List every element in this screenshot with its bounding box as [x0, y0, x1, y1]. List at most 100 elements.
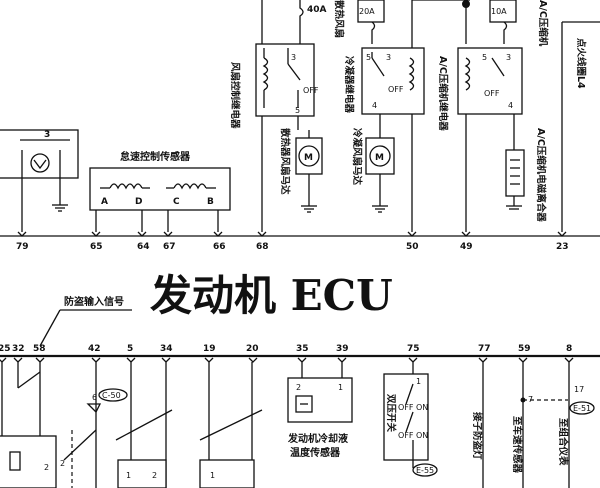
fan-relay-pin-off: OFF	[303, 86, 319, 95]
bottom-pin-59: 59	[518, 344, 531, 354]
ignition-label: 点火线圈L4	[575, 38, 587, 89]
sensor534-pin-1: 1	[126, 471, 131, 480]
coolant-pin-2: 2	[296, 383, 301, 392]
top-pin-65: 65	[90, 242, 103, 252]
pin42-2: 2	[60, 459, 65, 468]
ignition-coil: 点火线圈L4	[561, 21, 600, 232]
top-pin-row: 79 65 64 67 66 68 50 49 23	[16, 231, 569, 252]
fuse-20a-label: 20A	[359, 7, 375, 16]
cond-relay-pin-off: OFF	[388, 85, 404, 94]
bottom-pin-32: 32	[12, 344, 25, 354]
anti-theft-callout: 防盗输入信号	[39, 295, 132, 347]
ps-pin-1: 1	[416, 377, 421, 386]
pin8-17: 17	[574, 385, 584, 394]
coolant-label-2: 温度传感器	[290, 446, 341, 459]
sensor534-pin-2: 2	[152, 471, 157, 480]
radiator-fan-motor: 散热器风扇马达 M	[279, 128, 323, 213]
right-outputs: 接子防盗灯 7 至车速传感器 17 E-51 至组合仪表	[471, 362, 595, 488]
engine-light-label: 接子防盗灯	[471, 412, 483, 460]
top-pin-64: 64	[137, 242, 150, 252]
ps-off-2: OFF	[398, 431, 414, 440]
idle-pin-d: D	[135, 197, 142, 207]
cond-relay-pin-5: 5	[366, 53, 371, 62]
c50-ref: C-50	[102, 391, 121, 400]
e55-ref: E-55	[416, 466, 434, 475]
cluster-label: 至组合仪表	[557, 418, 569, 466]
cond-relay-pin-3: 3	[386, 53, 391, 62]
fan-control-relay: 风扇控制继电器 3 OFF 5	[229, 0, 319, 232]
bottom-pin-35: 35	[296, 344, 309, 354]
ac-relay-label: A/C压缩机继电器	[437, 56, 449, 131]
fuse-20a: 20A 散热风扇	[333, 0, 385, 44]
fan-relay-pin-3: 3	[291, 53, 296, 62]
cond-relay-label: 冷凝器继电器	[343, 56, 355, 114]
bottom-pin-5: 5	[127, 344, 133, 354]
ac-relay-pin-5: 5	[482, 53, 487, 62]
fuse-40a-label: 40A	[307, 5, 327, 15]
sensor1920-pin-1: 1	[210, 471, 215, 480]
fan-relay-pin-5: 5	[295, 106, 300, 115]
cond-fan-motor-label: 冷凝风扇马达	[351, 128, 363, 186]
top-pin-66: 66	[213, 242, 226, 252]
idle-pin-b: B	[207, 197, 214, 207]
supply-rail	[412, 0, 470, 44]
ac-clutch-label: A/C压缩机电磁离合器	[535, 128, 547, 222]
speed-sensor-label: 至车速传感器	[511, 416, 523, 474]
dual-pressure-switch: 双压开关 1 OFF ON OFF ON E-55	[383, 362, 438, 477]
e51-ref: E-51	[573, 404, 591, 413]
ac-relay-pin-3: 3	[506, 53, 511, 62]
left-bottom-wiring: 2	[0, 362, 57, 488]
bottom-pin-58: 58	[33, 344, 46, 354]
coolant-temp-sensor: 2 1 发动机冷却液 温度传感器	[287, 362, 353, 459]
svg-text:M: M	[304, 153, 313, 163]
ac-relay-pin-off: OFF	[484, 89, 500, 98]
coolant-pin-1: 1	[338, 383, 343, 392]
bottom-pin-77: 77	[478, 344, 491, 354]
anti-theft-label: 防盗输入信号	[64, 295, 124, 308]
ps-on-1: ON	[416, 403, 428, 412]
fuse-10a-label: 10A	[491, 7, 507, 16]
ac-relay-pin-4: 4	[508, 101, 513, 110]
idle-control-sensor: 怠速控制传感器 A D C B	[89, 150, 231, 232]
top-pin-79: 79	[16, 242, 29, 252]
cond-relay-pin-4: 4	[372, 101, 377, 110]
bottom-pin-39: 39	[336, 344, 349, 354]
bottom-pin-row: 25 32 58 42 5 34 19 20 35 39 75 77 59 8	[0, 344, 572, 354]
top-pin-49: 49	[460, 242, 473, 252]
fuse-10a: 10A A/C压缩机	[489, 0, 549, 47]
svg-text:M: M	[375, 153, 384, 163]
pin42-wiring: 6 C-50 2	[60, 362, 128, 488]
top-pin-23: 23	[556, 242, 569, 252]
bottom-pin-34: 34	[160, 344, 173, 354]
sensor-5-34: 1 2	[115, 362, 173, 488]
pin-3-label: 3	[44, 130, 50, 140]
bottom-pin-8: 8	[566, 344, 572, 354]
left-box-pin-2: 2	[44, 463, 49, 472]
idle-pin-c: C	[173, 197, 180, 207]
top-pin-68: 68	[256, 242, 269, 252]
fuse-40a: 40A	[299, 0, 327, 44]
ecu-title: 发动机 ECU	[150, 271, 393, 320]
ac-compressor-clutch: A/C压缩机电磁离合器	[505, 128, 547, 222]
idle-pin-a: A	[101, 197, 108, 207]
bottom-pin-25: 25	[0, 344, 11, 354]
ac-top-label: A/C压缩机	[537, 0, 549, 47]
pressure-switch-label: 双压开关	[385, 393, 397, 433]
bottom-pin-arrows	[0, 357, 574, 363]
condenser-fan-motor: 冷凝风扇马达 M	[351, 128, 395, 213]
left-sensor-module: 3	[0, 129, 79, 232]
idle-sensor-label: 怠速控制传感器	[120, 150, 191, 163]
ac-compressor-relay: A/C压缩机继电器 5 3 OFF 4	[437, 47, 523, 232]
cooling-fan-top-label: 散热风扇	[333, 0, 345, 38]
coolant-label-1: 发动机冷却液	[287, 432, 348, 445]
rad-fan-motor-label: 散热器风扇马达	[279, 128, 291, 195]
condenser-relay: 冷凝器继电器 5 3 OFF 4	[343, 0, 425, 232]
bottom-pin-19: 19	[203, 344, 216, 354]
bottom-pin-20: 20	[246, 344, 259, 354]
pin42-6: 6	[92, 393, 97, 402]
ps-on-2: ON	[416, 431, 428, 440]
top-pin-67: 67	[163, 242, 176, 252]
top-pin-50: 50	[406, 242, 419, 252]
bottom-pin-75: 75	[407, 344, 420, 354]
